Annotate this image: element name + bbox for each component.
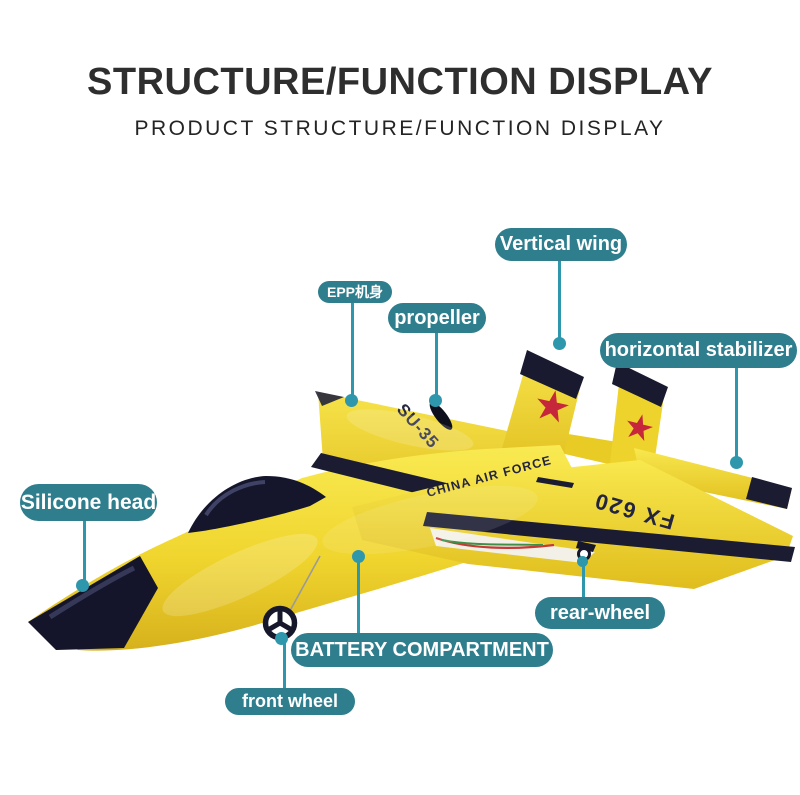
connector-propeller <box>435 331 438 401</box>
canopy <box>188 476 326 533</box>
foam-highlight <box>162 533 318 617</box>
vertical-fin-left <box>501 350 584 466</box>
page-subtitle: PRODUCT STRUCTURE/FUNCTION DISPLAY <box>134 116 666 140</box>
foam-highlight <box>346 409 474 451</box>
horizontal-stabilizer-right <box>634 448 792 509</box>
canopy-highlight <box>204 480 266 517</box>
header: STRUCTURE/FUNCTION DISPLAY PRODUCT STRUC… <box>0 61 800 141</box>
vertical-fin-right <box>609 362 668 478</box>
label-pill-battery-compartment: BATTERY COMPARTMENT <box>291 633 553 667</box>
label-pill-epp-fuselage: EPP机身 <box>318 281 392 303</box>
connector-dot-silicone-head <box>76 579 89 592</box>
connector-vertical-wing <box>558 259 561 345</box>
left-wingtip-accent <box>315 391 344 406</box>
connector-dot-battery-compartment <box>352 550 365 563</box>
label-pill-horizontal-stabilizer: horizontal stabilizer <box>600 333 797 368</box>
connector-front-wheel <box>283 640 286 689</box>
connector-battery-compartment <box>357 559 360 634</box>
front-wheel-assembly <box>262 555 321 641</box>
left-wing-leading-edge <box>311 453 459 501</box>
connector-dot-horizontal-stabilizer <box>730 456 743 469</box>
label-pill-propeller: propeller <box>388 303 486 333</box>
connector-silicone-head <box>83 517 86 587</box>
propeller-blade <box>429 402 453 430</box>
connector-epp-fuselage <box>351 300 354 401</box>
label-pill-vertical-wing: Vertical wing <box>495 228 627 261</box>
nose-cone <box>28 556 158 650</box>
label-pill-silicone-head: Silicone head <box>20 484 157 521</box>
connector-horizontal-stabilizer <box>735 365 738 464</box>
right-wing <box>352 460 793 589</box>
connector-dot-epp-fuselage <box>345 394 358 407</box>
nose-highlight <box>48 565 136 620</box>
battery-wire-green <box>441 539 544 546</box>
connector-dot-propeller <box>429 394 442 407</box>
connector-dot-vertical-wing <box>553 337 566 350</box>
page-title: STRUCTURE/FUNCTION DISPLAY <box>87 61 713 103</box>
label-pill-rear-wheel: rear-wheel <box>535 597 665 629</box>
elevon-accent <box>536 477 574 488</box>
connector-dot-rear-wheel <box>577 556 588 567</box>
foam-highlight <box>322 485 538 555</box>
connector-dot-front-wheel <box>275 632 288 645</box>
front-wheel-strut <box>285 555 321 619</box>
connector-rear-wheel <box>582 563 585 598</box>
label-pill-front-wheel: front wheel <box>225 688 355 715</box>
right-wing-leading-edge <box>423 512 795 562</box>
